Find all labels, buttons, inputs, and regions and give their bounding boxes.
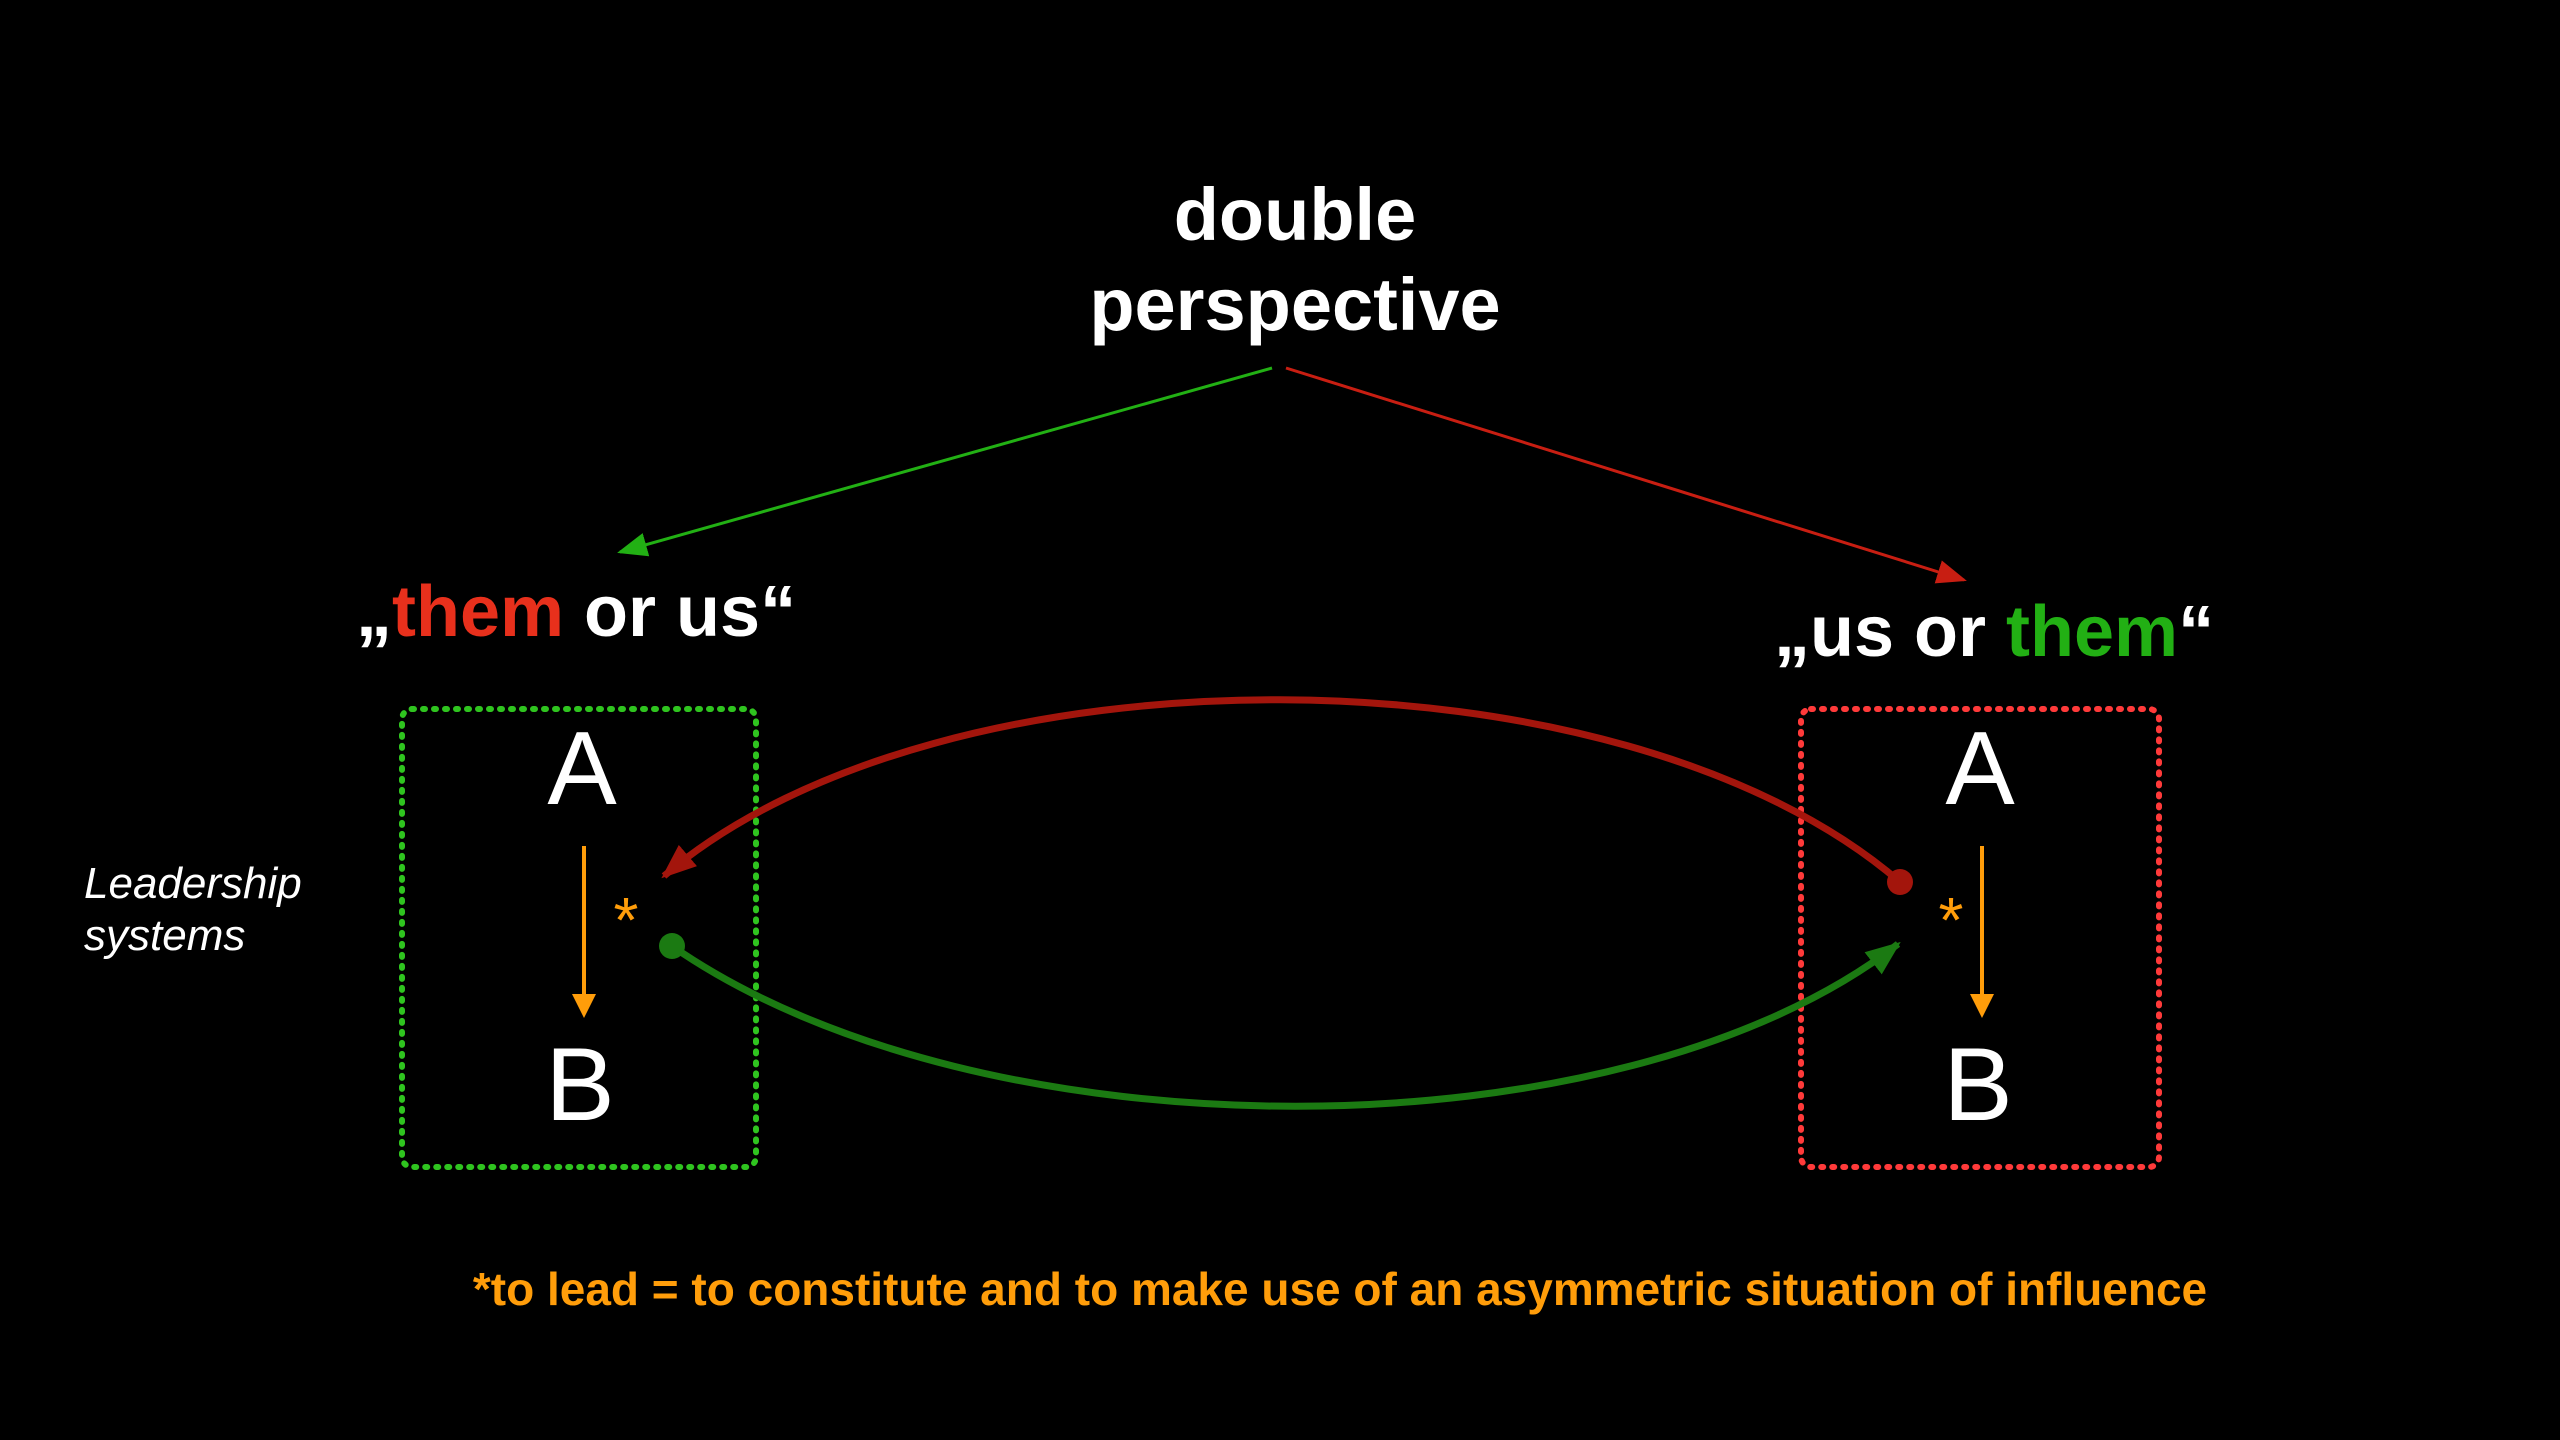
left-highlight-word: them [392,572,565,652]
arrow-to-left-perspective [617,366,1273,557]
title-line-1: double [1173,173,1417,256]
footnote-definition: *to lead = to constitute and to make use… [472,1263,2208,1315]
right-highlight-word: them [2006,592,2179,672]
right-box-letter-b: B [1943,1027,2013,1143]
left-box-letter-a: A [547,711,617,827]
side-label-line-1: Leadership [84,859,302,908]
green-arrow-origin-dot [659,933,685,959]
left-box-asterisk: * [613,884,639,956]
arrow-to-right-perspective [1285,366,1967,584]
right-box-letter-a: A [1945,711,2015,827]
red-arrow-origin-dot [1887,869,1913,895]
left-open-quote: „ [356,572,392,652]
left-box-letter-b: B [545,1027,615,1143]
green-curved-arrow [670,941,1901,1110]
title-line-2: perspective [1089,263,1501,346]
left-leadership-box [399,706,759,1170]
left-close-quote: “ [760,572,797,652]
right-box-asterisk: * [1938,884,1964,956]
right-perspective-heading: „us or them“ [1774,592,2214,672]
right-open-quote: „ [1774,592,1810,672]
right-leadership-box [1798,706,2162,1170]
side-label-line-2: systems [84,911,246,960]
left-heading-rest: or us [564,572,761,652]
red-curved-arrow [661,696,1903,885]
leadership-systems-label: Leadership systems [84,858,302,962]
diagram-title: double perspective [980,170,1610,350]
right-heading-rest: us or [1810,592,2007,672]
right-close-quote: “ [2178,592,2215,672]
left-perspective-heading: „them or us“ [356,572,796,652]
